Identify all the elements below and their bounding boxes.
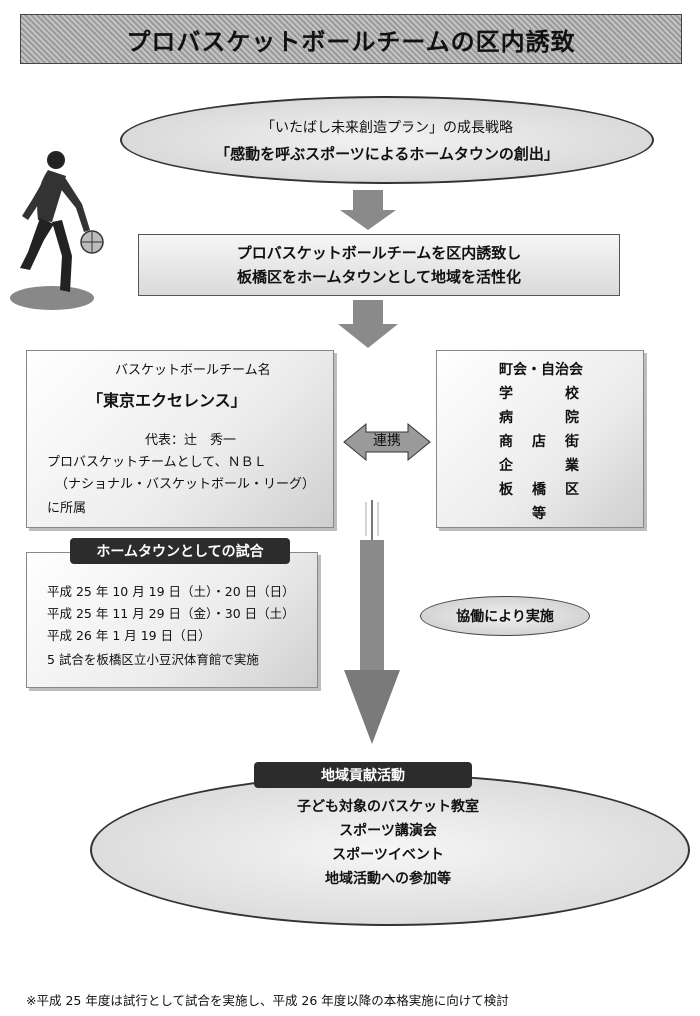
basketball-player-icon <box>10 151 104 310</box>
goal-box: プロバスケットボールチームを区内誘致し 板橋区をホームタウンとして地域を活性化 <box>138 234 620 296</box>
link-label: 連携 <box>373 433 401 449</box>
home-game-item: 平成 25 年 11 月 29 日（金）・30 日（土） <box>47 606 295 621</box>
team-box: バスケットボールチーム名 「東京エクセレンス」 代表：辻 秀一 プロバスケットチ… <box>26 350 334 528</box>
partner-school: 学校 <box>499 386 579 402</box>
contribution-item: 地域活動への参加等 <box>325 871 451 887</box>
partners-box: 町会・自治会 学校 病院 商店街 企業 板橋区 等 <box>436 350 644 528</box>
down-arrow-1 <box>340 190 396 230</box>
contribution-item: スポーツイベント <box>332 847 444 863</box>
down-arrow-long <box>344 500 400 744</box>
contribution-item: 子ども対象のバスケット教室 <box>297 799 479 815</box>
partner-company: 企業 <box>499 458 579 474</box>
goal-line-2: 板橋区をホームタウンとして地域を活性化 <box>236 268 522 286</box>
team-desc-2: （ナショナル・バスケットボール・リーグ） <box>55 477 316 492</box>
cooperation-ellipse: 協働により実施 <box>420 596 590 636</box>
partner-shopping-street: 商店街 <box>499 434 579 450</box>
link-double-arrow <box>343 422 431 462</box>
team-name: 「東京エクセレンス」 <box>87 391 247 410</box>
partner-hospital: 病院 <box>499 410 579 426</box>
down-arrow-2 <box>338 300 398 348</box>
home-games-label: ホームタウンとしての試合 <box>70 538 290 564</box>
home-game-item: 平成 25 年 10 月 19 日（土）・20 日（日） <box>47 584 295 599</box>
footnote: ※平成 25 年度は試行として試合を実施し、平成 26 年度以降の本格実施に向け… <box>26 993 509 1008</box>
team-heading: バスケットボールチーム名 <box>115 363 271 378</box>
team-representative: 代表：辻 秀一 <box>145 433 237 448</box>
strategy-line-1: 「いたばし未来創造プラン」の成長戦略 <box>261 119 513 136</box>
page-title: プロバスケットボールチームの区内誘致 <box>20 14 682 64</box>
team-desc-1: プロバスケットチームとして、ＮＢＬ <box>47 455 267 470</box>
partner-itabashi-ward: 板橋区 <box>499 482 579 498</box>
strategy-ellipse: 「いたばし未来創造プラン」の成長戦略 「感動を呼ぶスポーツによるホームタウンの創… <box>120 96 654 184</box>
home-game-item: 5 試合を板橋区立小豆沢体育館で実施 <box>47 652 259 667</box>
goal-line-1: プロバスケットボールチームを区内誘致し <box>236 244 522 262</box>
team-desc-3: に所属 <box>47 501 87 516</box>
home-games-box: 平成 25 年 10 月 19 日（土）・20 日（日） 平成 25 年 11 … <box>26 552 318 688</box>
partner-neighborhood: 町会・自治会 <box>499 362 583 378</box>
strategy-line-2: 「感動を呼ぶスポーツによるホームタウンの創出」 <box>215 144 559 163</box>
contribution-item: スポーツ講演会 <box>339 823 437 839</box>
partner-etc: 等 <box>532 506 546 522</box>
home-game-item: 平成 26 年 1 月 19 日（日） <box>47 628 211 643</box>
contribution-label: 地域貢献活動 <box>254 762 472 788</box>
